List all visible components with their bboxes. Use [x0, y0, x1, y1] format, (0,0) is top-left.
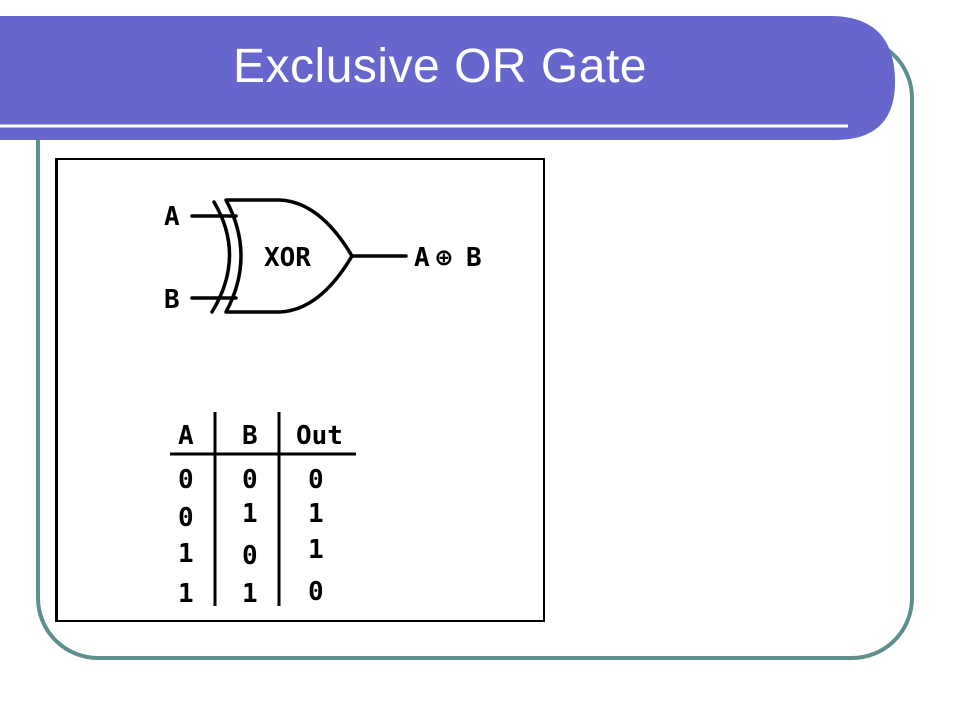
input-b-label: B	[164, 285, 180, 315]
table-cell: 1	[308, 535, 324, 565]
table-cell: 0	[308, 465, 324, 495]
table-cell: 1	[242, 579, 258, 609]
output-label-a: A	[414, 243, 430, 273]
input-a-label: A	[164, 202, 180, 232]
table-cell: 0	[242, 465, 258, 495]
slide-title: Exclusive OR Gate	[233, 40, 647, 93]
xor-gate-body	[224, 198, 354, 314]
table-cell: 1	[178, 539, 194, 569]
gate-name-label: XOR	[264, 243, 311, 273]
table-cell: 0	[178, 503, 194, 533]
table-header-b: B	[242, 421, 258, 451]
table-cell: 1	[178, 579, 194, 609]
table-cell: 0	[178, 465, 194, 495]
table-cell: 0	[308, 577, 324, 607]
table-cell: 1	[308, 499, 324, 529]
table-cell: 1	[242, 499, 258, 529]
table-cell: 0	[242, 541, 258, 571]
table-header-a: A	[178, 421, 194, 451]
xor-diagram: A B XOR A ⊕ B A B Out 0 0 0 0 1 1 1 0 1	[164, 198, 482, 609]
title-bar	[0, 16, 895, 140]
xor-operator-symbol: ⊕	[436, 243, 452, 273]
xor-figure: A B XOR A ⊕ B A B Out 0 0 0 0 1 1 1 0 1	[55, 158, 545, 622]
table-header-out: Out	[296, 421, 343, 451]
output-label-b: B	[466, 243, 482, 273]
xor-extra-curve	[210, 200, 232, 314]
